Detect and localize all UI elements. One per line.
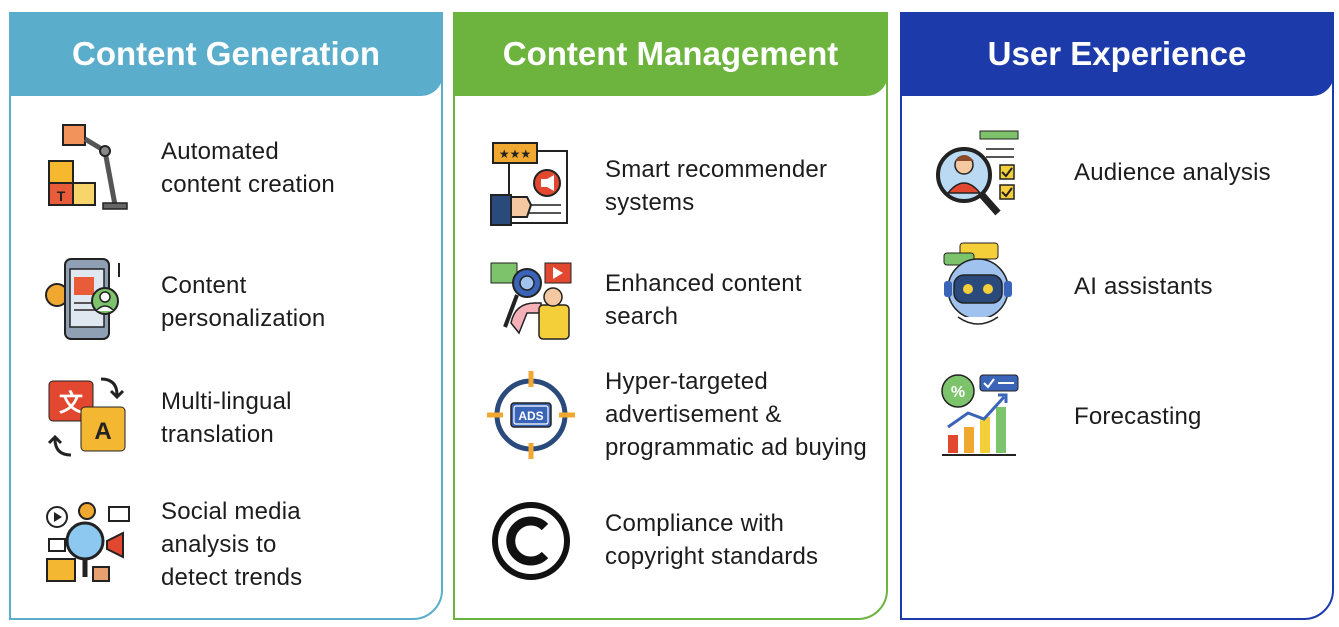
svg-text:T: T	[57, 188, 66, 204]
item-label: AI assistants	[1074, 272, 1213, 300]
panel-title: Content Generation	[9, 12, 443, 96]
list-item: ADS Hyper-targeted advertisement & progr…	[455, 364, 886, 464]
list-item: T Automated content creation	[11, 118, 441, 218]
list-item: % Forecasting	[902, 366, 1332, 466]
item-label: Forecasting	[1074, 402, 1202, 430]
social-media-analysis-icon	[43, 497, 133, 592]
list-item: ★★★ Smart recommender systems	[455, 136, 886, 236]
item-label: Enhanced content search	[605, 270, 802, 330]
svg-text:A: A	[94, 418, 111, 445]
ads-target-icon: ADS	[487, 367, 577, 462]
svg-text:★★★: ★★★	[499, 147, 531, 161]
audience-analysis-icon	[934, 125, 1024, 220]
list-item: Audience analysis	[902, 122, 1332, 222]
ads-label: ADS	[518, 409, 543, 423]
content-search-icon	[487, 253, 577, 348]
list-item: Content personalization	[11, 252, 441, 352]
svg-text:%: %	[951, 384, 965, 401]
list-item: Social media analysis to detect trends	[11, 494, 441, 594]
content-generation-panel: Content Generation T Automated content c…	[9, 12, 443, 620]
rating-recommendation-icon: ★★★	[487, 139, 577, 234]
ai-assistant-robot-icon	[934, 239, 1024, 334]
robot-arm-icon: T	[43, 121, 133, 216]
panel-title: Content Management	[453, 12, 888, 96]
svg-text:文: 文	[59, 389, 84, 417]
list-item: Compliance with copyright standards	[455, 490, 886, 590]
item-label: Content personalization	[161, 272, 326, 332]
translation-icon: 文 A	[43, 371, 133, 466]
item-label: Audience analysis	[1074, 158, 1271, 186]
content-management-panel: Content Management ★★★ Smart recommender…	[453, 12, 888, 620]
item-label: Compliance with copyright standards	[605, 510, 819, 570]
item-label: Smart recommender systems	[605, 156, 828, 216]
item-label: Hyper-targeted advertisement & programma…	[605, 367, 867, 461]
list-item: Enhanced content search	[455, 250, 886, 350]
list-item: AI assistants	[902, 236, 1332, 336]
forecasting-chart-icon: %	[934, 369, 1024, 464]
smartphone-profile-icon	[43, 255, 133, 350]
panel-title: User Experience	[900, 12, 1334, 96]
copyright-icon	[487, 493, 577, 588]
list-item: 文 A Multi-lingual translation	[11, 368, 441, 468]
user-experience-panel: User Experience Audience analysis	[900, 12, 1334, 620]
item-label: Multi-lingual translation	[161, 388, 292, 448]
item-label: Automated content creation	[161, 138, 335, 198]
item-label: Social media analysis to detect trends	[161, 497, 303, 591]
